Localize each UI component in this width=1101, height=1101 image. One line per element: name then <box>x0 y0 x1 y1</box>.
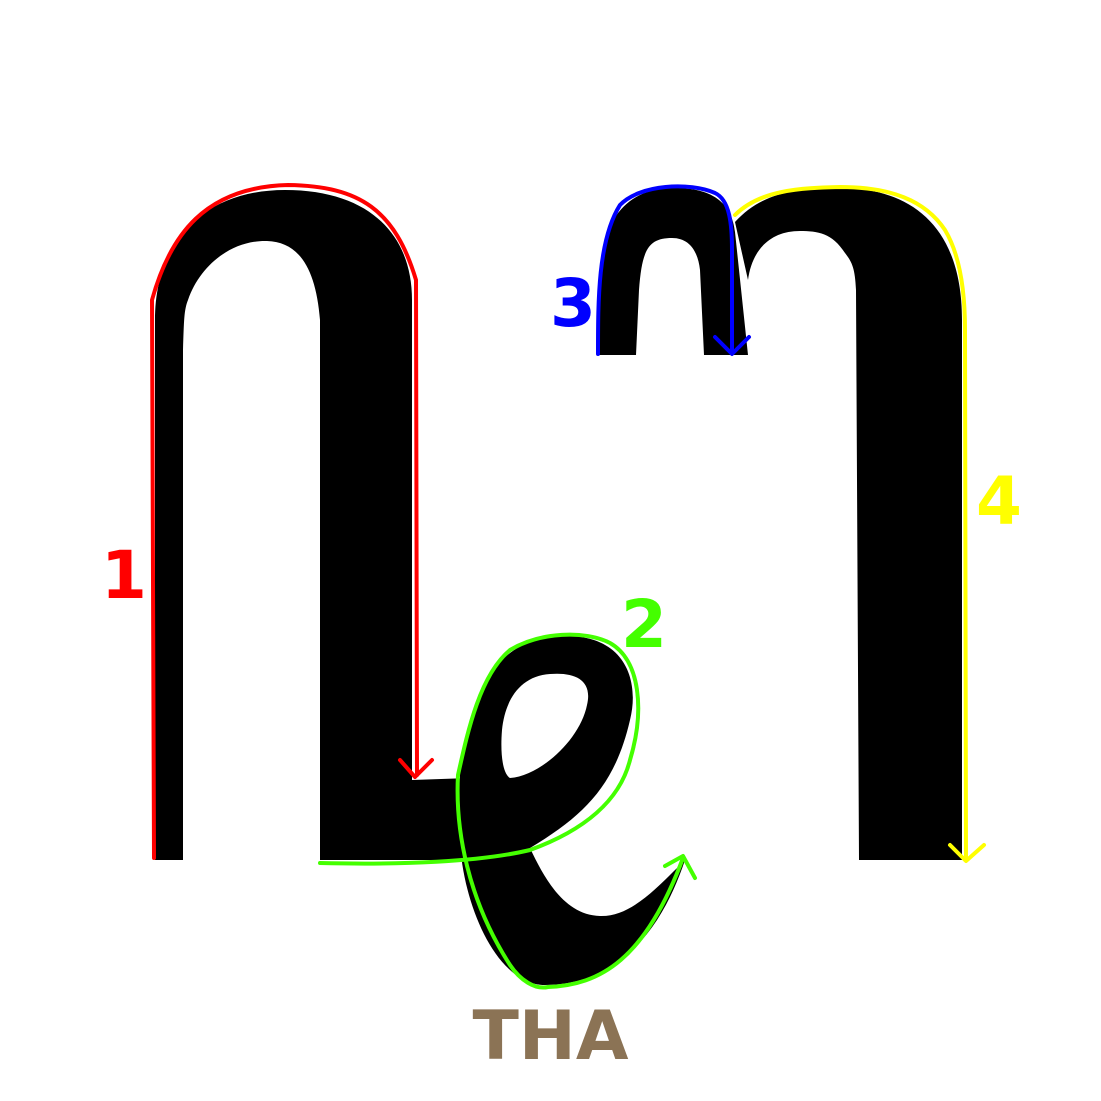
stroke-4-number: 4 <box>976 463 1022 540</box>
stroke-1-arrowhead <box>398 758 434 779</box>
glyph-right-arch <box>735 188 962 860</box>
stroke-4-arrowhead <box>948 843 986 863</box>
stroke-2-path <box>318 632 697 990</box>
glyph-loop <box>460 635 685 985</box>
glyph-small-hump <box>599 188 748 355</box>
stroke-4-path <box>733 185 986 863</box>
stroke-2-arrowhead <box>663 854 697 880</box>
glyph-left-arch <box>155 190 470 860</box>
stroke-2-number: 2 <box>621 586 667 663</box>
letter-caption: THA <box>472 997 629 1076</box>
stroke-3-number: 3 <box>550 265 596 342</box>
stroke-3-path <box>596 184 751 356</box>
stroke-1-number: 1 <box>101 537 147 614</box>
glyph <box>155 188 962 985</box>
stroke-1-path <box>150 183 434 860</box>
stroke-3-arrowhead <box>713 335 751 356</box>
